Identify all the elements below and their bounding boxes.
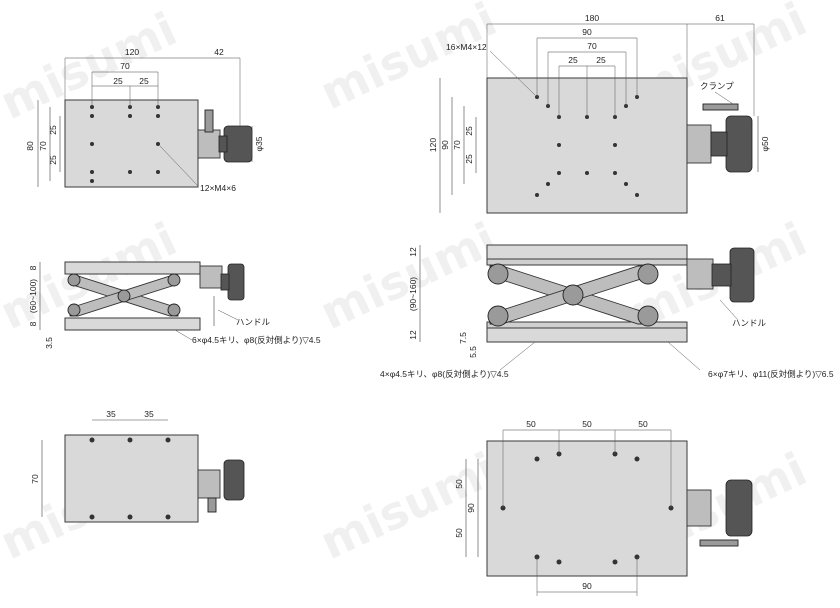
small-side-knob-neck [220, 273, 230, 291]
dim-label: 25 [139, 76, 149, 86]
handle-label: ハンドル [236, 317, 271, 327]
large-bottom-holes [500, 451, 674, 565]
small-bottom-plate [64, 434, 199, 523]
handle-label: ハンドル [732, 318, 767, 328]
dim-label: φ50 [760, 136, 770, 151]
large-side-rail [486, 258, 688, 266]
large-top-knob-neck [710, 131, 728, 157]
large-bottom-knob [725, 479, 753, 537]
dim-label: 180 [585, 13, 599, 23]
dim-label: 25 [48, 155, 58, 165]
dim-label: φ35 [254, 136, 264, 151]
large-side-bottom-plate [486, 327, 688, 343]
small-bottom-holes [89, 437, 171, 520]
large-side-clamp-body [686, 258, 714, 290]
dim-label: 90 [582, 27, 592, 37]
small-side-pin [167, 303, 181, 317]
large-bottom-lever [699, 539, 739, 547]
dim-label: 70 [120, 61, 130, 71]
dim-label: 80 [25, 141, 35, 151]
dim-label: 120 [428, 138, 438, 152]
holes-note: 6×φ7キリ、φ11(反対側より)▽6.5 [708, 369, 834, 379]
dim-label: 70 [452, 140, 462, 150]
small-side-pin [67, 303, 81, 317]
dim-label: 25 [464, 126, 474, 136]
dim-label: 90 [466, 503, 476, 513]
dim-label: 25 [596, 55, 606, 65]
dim-label: (60~100) [28, 279, 38, 313]
small-side-pin [117, 289, 131, 303]
dim-label: 50 [454, 479, 464, 489]
large-side-rail [486, 321, 688, 329]
dim-label: 8 [28, 265, 38, 270]
large-bottom-clamp-body [686, 489, 712, 527]
small-side-clamp-body [199, 265, 223, 289]
dim-label: 35 [106, 409, 116, 419]
dim-label: 12 [408, 330, 418, 340]
large-side-top-plate [486, 244, 688, 260]
dim-label: 70 [30, 474, 40, 484]
holes-note: 4×φ4.5キリ、φ8(反対側より)▽4.5 [380, 369, 509, 379]
dim-label: 7.5 [458, 332, 468, 344]
dim-label: 50 [454, 528, 464, 538]
small-side-bottom-plate [64, 317, 201, 331]
large-side-view: 12 (90~160) 12 7.5 5.5 ハンドル 4×φ4.5キリ、φ8(… [380, 244, 834, 379]
small-top-knob-neck [218, 135, 228, 153]
dim-label: 25 [568, 55, 578, 65]
dim-label: 50 [526, 419, 536, 429]
dim-label: 25 [48, 125, 58, 135]
large-top-clamp-lever [702, 103, 739, 111]
large-top-clamp-body [686, 124, 712, 164]
dim-label: 8 [28, 321, 38, 326]
clamp-label: クランプ [700, 81, 734, 91]
dim-label: 3.5 [44, 337, 54, 349]
small-side-pin [167, 273, 181, 287]
dim-label: 70 [587, 41, 597, 51]
small-top-view: 120 42 70 25 25 80 70 25 25 φ35 12×M4×6 [25, 47, 264, 193]
holes-note: 12×M4×6 [200, 183, 236, 193]
dim-label: 120 [125, 47, 139, 57]
dim-label: 70 [38, 141, 48, 151]
large-bottom-plate [486, 440, 688, 577]
small-bottom-view: 35 35 70 [30, 409, 245, 523]
dim-label: 61 [715, 13, 725, 23]
small-side-pin [67, 273, 81, 287]
holes-note: 16×M4×12 [446, 42, 487, 52]
large-side-pin [562, 284, 584, 306]
large-side-knob-neck [711, 263, 732, 287]
small-top-clamp-body [197, 129, 221, 159]
dim-label: 90 [440, 140, 450, 150]
small-side-view: 8 (60~100) 8 3.5 ハンドル 6×φ4.5キリ、φ8(反対側より)… [28, 261, 321, 349]
dim-label: 5.5 [468, 346, 478, 358]
small-top-clamp-lever [204, 109, 214, 133]
small-top-plate [64, 99, 199, 188]
large-side-pin [487, 263, 509, 285]
small-bottom-knob [223, 459, 245, 501]
dim-label: 25 [113, 76, 123, 86]
small-side-knob [227, 263, 245, 301]
small-top-knob [223, 125, 253, 163]
large-top-view: 180 61 90 70 25 25 16×M4×12 クランプ 120 90 … [428, 13, 770, 214]
large-bottom-view: 50 50 50 50 90 50 90 [454, 419, 753, 596]
small-bottom-clamp-body [197, 469, 221, 499]
large-side-pin [637, 263, 659, 285]
large-side-pin [637, 305, 659, 327]
dim-label: 25 [464, 154, 474, 164]
dim-label: (90~160) [408, 277, 418, 311]
small-bottom-lever [207, 497, 217, 513]
holes-note: 6×φ4.5キリ、φ8(反対側より)▽4.5 [192, 335, 321, 345]
large-top-knob [725, 115, 753, 173]
dim-label: 50 [638, 419, 648, 429]
dim-label: 50 [582, 419, 592, 429]
large-side-pin [487, 305, 509, 327]
large-side-knob [729, 247, 755, 303]
dim-label: 35 [144, 409, 154, 419]
dim-label: 90 [582, 581, 592, 591]
dim-label: 42 [214, 47, 224, 57]
watermark-text: misumi [312, 0, 505, 120]
watermark-text: misumi [312, 212, 505, 340]
dim-label: 12 [408, 247, 418, 257]
small-side-top-plate [64, 261, 201, 275]
